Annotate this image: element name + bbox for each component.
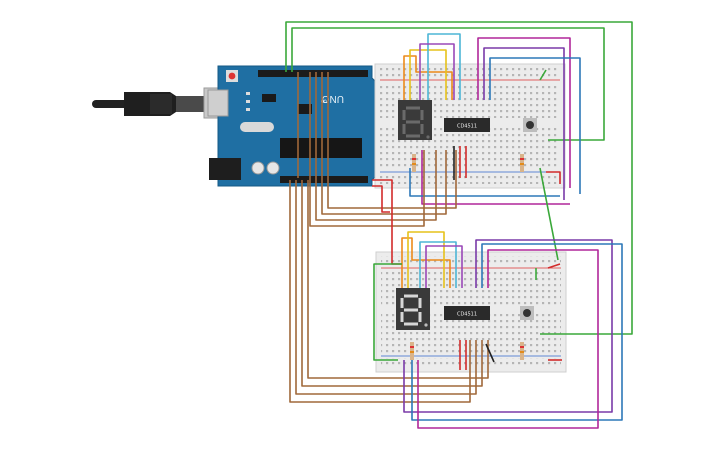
- wire-brown[interactable]: [307, 180, 489, 379]
- wire-purple[interactable]: [419, 43, 455, 100]
- digital-header: [258, 70, 368, 77]
- wire-red[interactable]: [372, 185, 390, 213]
- wire-brown[interactable]: [301, 180, 483, 387]
- logo-icon: ∞: [320, 97, 328, 107]
- wire-green[interactable]: [285, 21, 633, 335]
- wire-red[interactable]: [459, 340, 467, 370]
- tactile-pushbutton-icon[interactable]: [520, 306, 534, 320]
- power-jack: [209, 158, 241, 180]
- wire-yellow[interactable]: [407, 231, 445, 288]
- wire-brown[interactable]: [315, 72, 437, 221]
- wire-cyan[interactable]: [427, 33, 461, 100]
- chip-bottom-label: CD4511: [457, 312, 477, 318]
- wire-purple[interactable]: [403, 239, 613, 413]
- seven-segment-display-top: [398, 100, 432, 140]
- wire-magenta[interactable]: [421, 150, 570, 205]
- crystal: [240, 122, 274, 132]
- arduino-uno-board[interactable]: ∞ UNO: [207, 65, 379, 187]
- wire-purple[interactable]: [425, 245, 463, 288]
- wire-magenta[interactable]: [477, 37, 571, 188]
- chip-bottom: [444, 306, 490, 320]
- chip-top-label: CD4511: [457, 124, 477, 130]
- wire-purple[interactable]: [483, 47, 565, 200]
- wire-brown[interactable]: [295, 180, 477, 395]
- usb-port: [207, 89, 229, 117]
- wire-black[interactable]: [485, 343, 495, 363]
- wire-brown[interactable]: [309, 72, 425, 227]
- wire-cyan[interactable]: [419, 241, 457, 288]
- wire-red[interactable]: [372, 179, 402, 265]
- wire-blue[interactable]: [489, 57, 581, 194]
- breadboard-bottom[interactable]: CD4511: [375, 251, 567, 373]
- wire-green[interactable]: [291, 27, 605, 141]
- seven-segment-display-bottom: [396, 288, 430, 330]
- chip-top: [444, 118, 490, 132]
- wire-red[interactable]: [459, 146, 467, 178]
- breadboard-top[interactable]: CD4511: [374, 63, 566, 189]
- wire-green[interactable]: [373, 263, 402, 361]
- wire-blue[interactable]: [409, 168, 560, 197]
- wire-brown[interactable]: [289, 180, 471, 403]
- wire-orange[interactable]: [403, 55, 453, 100]
- wire-magenta[interactable]: [417, 249, 599, 429]
- wire-green[interactable]: [539, 69, 547, 81]
- atmega-chip: [280, 138, 362, 158]
- tactile-pushbutton-icon[interactable]: [523, 118, 537, 132]
- wires[interactable]: [285, 21, 633, 429]
- wire-blue[interactable]: [411, 243, 623, 421]
- wire-red[interactable]: [546, 171, 561, 184]
- wire-orange[interactable]: [401, 237, 451, 288]
- analog-header: [280, 176, 368, 183]
- wire-brown[interactable]: [321, 72, 447, 215]
- uno-label: UNO: [322, 93, 344, 104]
- wire-red[interactable]: [547, 263, 561, 269]
